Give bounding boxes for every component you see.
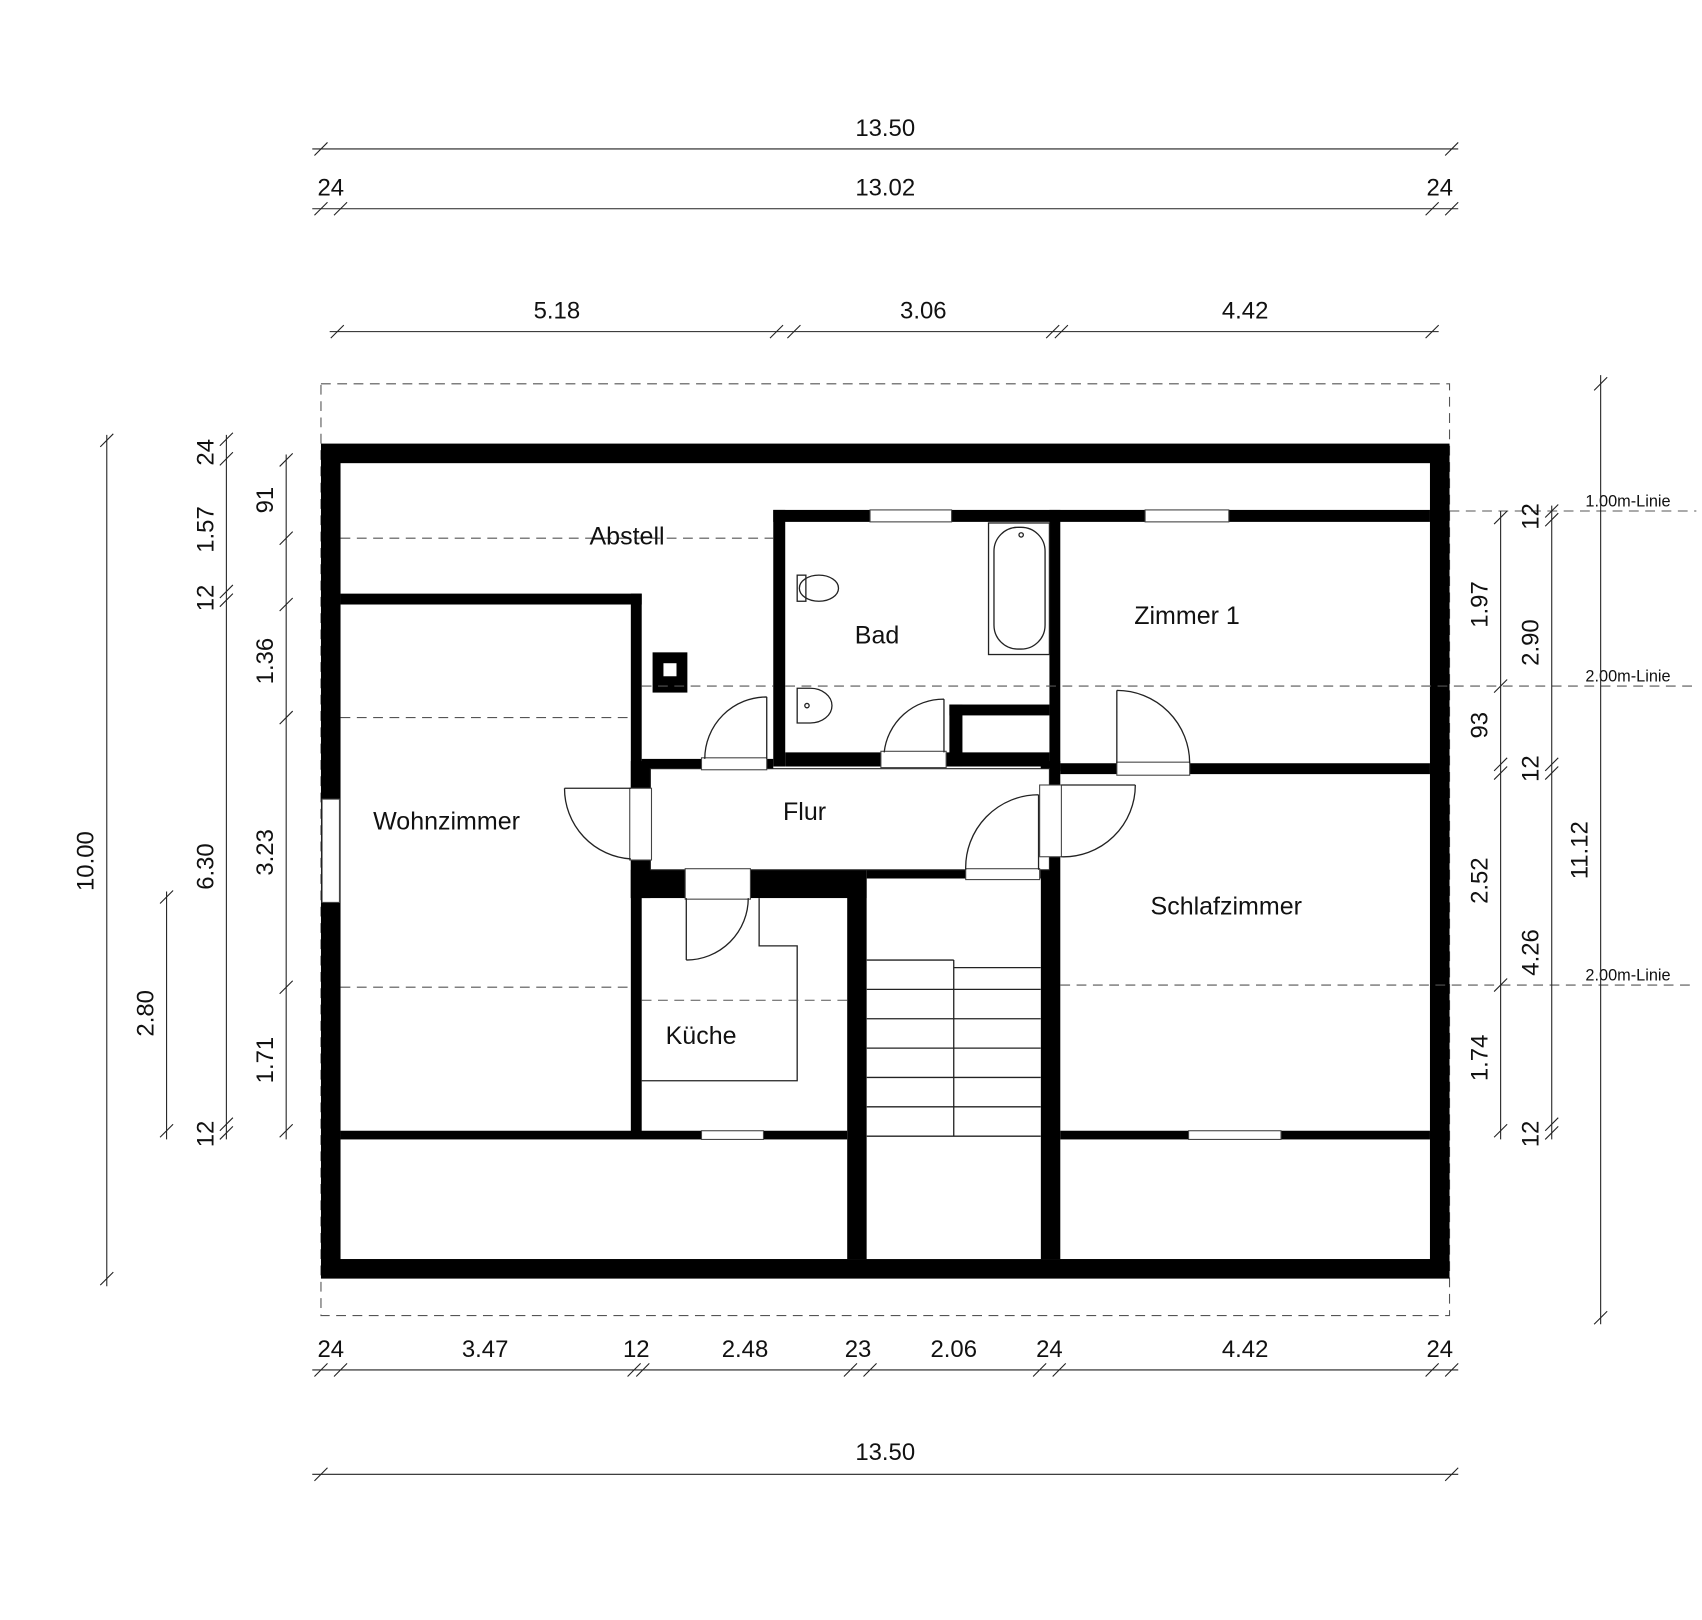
window-wohnzimmer [321,798,340,903]
door-opening [629,787,653,861]
window-zimmer1 [1144,509,1230,523]
line-label-1m: 1.00m-Linie [1585,493,1670,511]
dim-bottom: 12 [623,1336,650,1363]
door-opening [700,757,768,771]
kitchen-counter [641,898,798,1082]
flur-area [649,768,1050,871]
dim-right-total: 11.12 [1567,821,1594,879]
dim-right: 4.26 [1518,929,1545,976]
dim-bottom: 24 [1036,1336,1063,1363]
dim-left: 12 [192,1121,219,1148]
room-label-kueche: Küche [666,1022,737,1050]
staircase [866,959,1041,1137]
door-opening [880,750,947,769]
dim-left: 6.30 [192,843,219,890]
line-label-2m: 2.00m-Linie [1585,668,1670,686]
dim-bottom: 2.06 [930,1336,977,1363]
dim-bottom: 2.48 [722,1336,769,1363]
door-opening [965,868,1041,881]
dim-left: 91 [252,487,279,514]
dim-top-seg3: 4.42 [1222,298,1269,325]
window-kueche [700,1130,765,1140]
room-label-schlafzimmer: Schlafzimmer [1151,892,1302,920]
dim-bottom-overall: 13.50 [855,1439,915,1466]
height-lines [340,510,1697,1001]
dim-top-overall: 13.50 [855,115,915,142]
dim-left: 1.71 [252,1037,279,1084]
window-bad [869,509,953,523]
dim-right: 12 [1518,755,1545,782]
window-schlafzimmer [1188,1130,1282,1140]
room-label-flur: Flur [783,798,826,826]
room-label-wohnzimmer: Wohnzimmer [373,808,520,836]
room-label-bad: Bad [855,622,899,650]
dim-left: 3.23 [252,829,279,876]
dim-left: 1.36 [252,638,279,685]
door-opening [1039,784,1062,858]
dimension-labels: 13.50 13.02 24 24 5.18 3.06 4.42 24 3.47… [73,115,1594,1466]
dim-right: 1.97 [1467,581,1494,628]
bathtub-icon [987,522,1051,656]
room-labels: Abstell Bad Zimmer 1 Wohnzimmer Flur Küc… [373,523,1302,1050]
dim-right: 12 [1518,1121,1545,1148]
dim-left: 1.57 [192,506,219,553]
dim-top-seg2: 3.06 [900,298,947,325]
door-opening [684,868,751,900]
toilet-icon [798,574,840,602]
dim-top-seg1: 5.18 [534,298,581,325]
room-label-abstell: Abstell [590,523,665,551]
dim-right: 93 [1467,712,1494,739]
dim-left: 12 [192,585,219,612]
dim-top-wall-right: 24 [1426,175,1453,202]
dim-bottom: 24 [1426,1336,1453,1363]
dim-right: 12 [1518,503,1545,530]
dim-bottom: 4.42 [1222,1336,1269,1363]
door-opening [1116,761,1191,776]
dim-left: 24 [192,439,219,466]
dim-bottom: 3.47 [462,1336,509,1363]
dim-left-total: 10.00 [73,831,100,891]
dim-top-inner: 13.02 [855,175,915,202]
door-swings [563,689,1191,961]
room-label-zimmer1: Zimmer 1 [1134,602,1240,630]
dim-top-wall-left: 24 [317,175,344,202]
dim-bottom: 23 [845,1336,872,1363]
dim-bottom: 24 [317,1336,344,1363]
dim-left: 2.80 [133,990,160,1037]
dim-right: 1.74 [1467,1035,1494,1082]
sink-icon [796,687,833,724]
line-label-2m: 2.00m-Linie [1585,967,1670,985]
dimension-lines [99,142,1608,1482]
fixtures [641,522,1051,1082]
dim-right: 2.90 [1518,619,1545,666]
dim-right: 2.52 [1467,857,1494,904]
